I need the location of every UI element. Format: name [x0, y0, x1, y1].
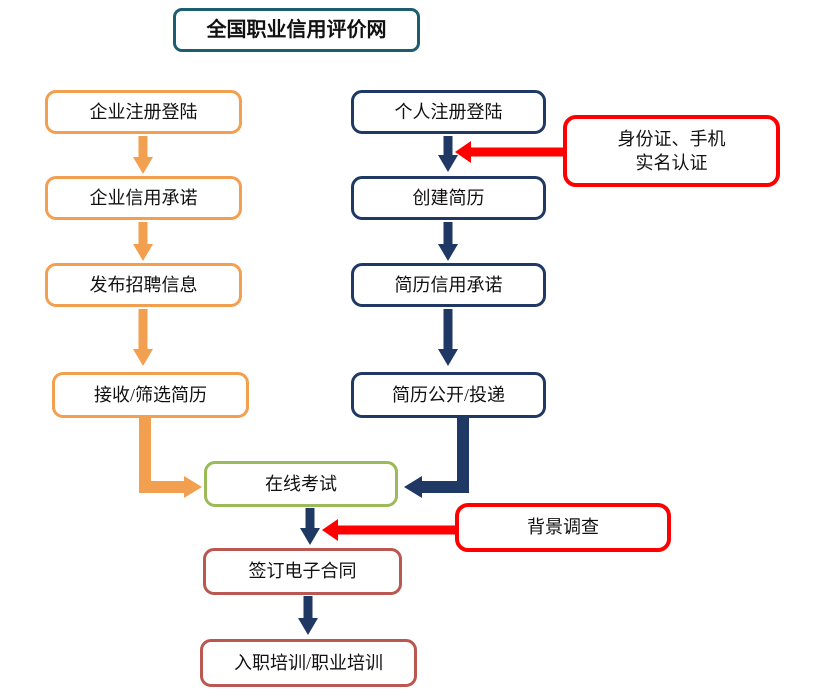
arrow-enterprise-publish-to-screen — [133, 309, 153, 366]
node-online-exam: 在线考试 — [204, 461, 398, 507]
background-check-label: 背景调查 — [527, 517, 599, 538]
arrow-background-check-callout — [322, 519, 455, 541]
arrow-promise-to-publish — [438, 309, 458, 366]
node-enterprise-credit-promise-label: 企业信用承诺 — [89, 187, 198, 208]
node-resume-publish-deliver-label: 简历公开/投递 — [391, 384, 505, 405]
arrow-personal-register-to-resume — [438, 136, 458, 172]
arrow-identity-callout — [455, 141, 563, 163]
background-check-callout: 背景调查 — [455, 503, 671, 552]
node-resume-publish-deliver: 简历公开/投递 — [351, 372, 546, 418]
arrow-resume-deliver-to-exam-elbow — [404, 418, 469, 498]
node-training: 入职培训/职业培训 — [200, 639, 417, 687]
node-enterprise-register: 企业注册登陆 — [45, 90, 242, 134]
identity-verification-line2: 实名认证 — [635, 153, 708, 173]
node-create-resume: 创建简历 — [351, 176, 546, 220]
node-sign-contract: 签订电子合同 — [203, 548, 402, 595]
node-screen-resumes: 接收/筛选简历 — [52, 372, 249, 418]
arrow-resume-to-promise — [438, 222, 458, 261]
site-title: 全国职业信用评价网 — [173, 8, 420, 52]
node-screen-resumes-label: 接收/筛选简历 — [93, 384, 207, 405]
node-personal-register-label: 个人注册登陆 — [394, 101, 503, 122]
node-enterprise-register-label: 企业注册登陆 — [89, 101, 198, 122]
node-publish-jobs-label: 发布招聘信息 — [89, 274, 198, 295]
node-training-label: 入职培训/职业培训 — [233, 652, 383, 673]
node-resume-credit-promise-label: 简历信用承诺 — [394, 274, 503, 295]
identity-verification-line1: 身份证、手机 — [617, 128, 726, 149]
node-resume-credit-promise: 简历信用承诺 — [351, 263, 546, 307]
site-title-label: 全国职业信用评价网 — [206, 18, 387, 41]
identity-verification-callout: 身份证、手机 实名认证 — [563, 115, 780, 187]
node-enterprise-credit-promise: 企业信用承诺 — [45, 176, 242, 220]
arrow-enterprise-promise-to-publish — [133, 222, 153, 261]
arrow-enterprise-screen-to-exam-elbow — [139, 418, 202, 498]
node-publish-jobs: 发布招聘信息 — [45, 263, 242, 307]
arrow-contract-to-training — [298, 596, 318, 635]
node-online-exam-label: 在线考试 — [265, 473, 337, 494]
node-create-resume-label: 创建简历 — [412, 187, 485, 208]
identity-verification-text: 身份证、手机 实名认证 — [618, 127, 726, 176]
node-personal-register: 个人注册登陆 — [351, 90, 546, 134]
arrow-exam-to-contract — [300, 508, 320, 545]
node-sign-contract-label: 签订电子合同 — [248, 561, 357, 582]
arrow-enterprise-register-to-promise — [133, 136, 153, 174]
